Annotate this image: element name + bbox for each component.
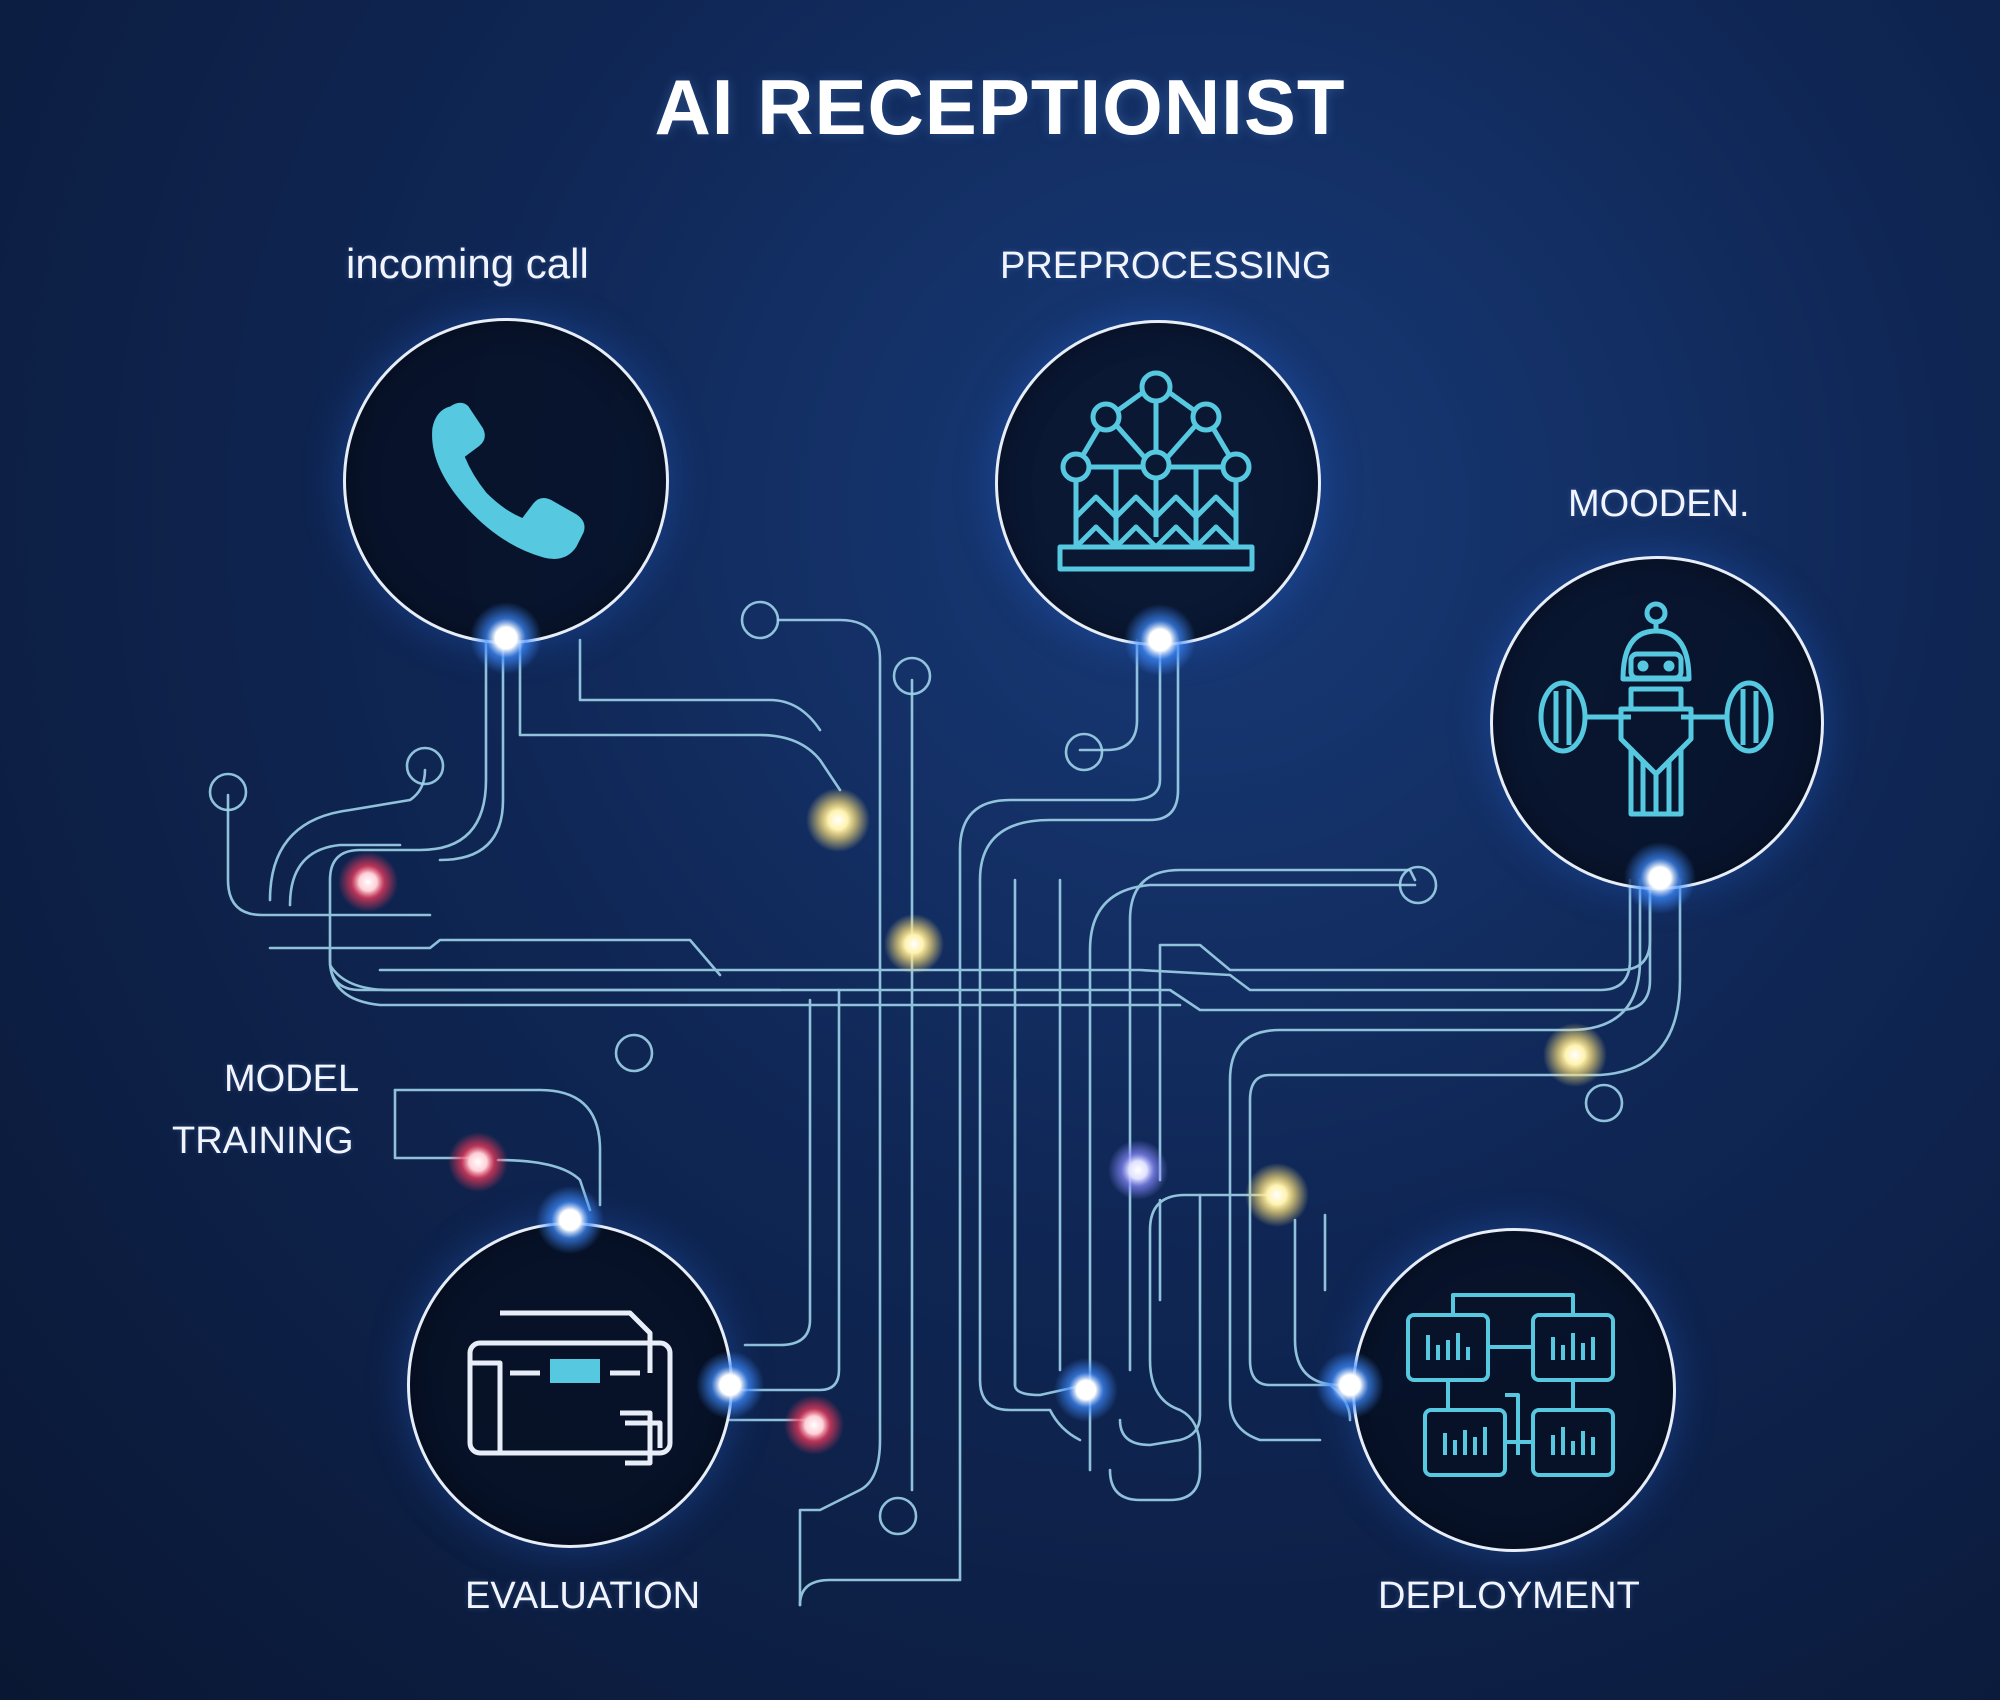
glow-dot-yellow — [1543, 1023, 1607, 1087]
trace — [978, 638, 1180, 1442]
trace — [1128, 868, 1417, 1372]
trace — [378, 878, 1632, 992]
terminal-ring — [1064, 732, 1104, 772]
deployment-label: DEPLOYMENT — [1378, 1575, 1640, 1617]
glow-dot-red — [338, 852, 398, 912]
trace — [1088, 883, 1417, 1472]
glow-dot-violet — [1108, 1140, 1168, 1200]
trace — [1158, 878, 1652, 1182]
trace — [226, 793, 432, 917]
trace — [1118, 1193, 1202, 1447]
phone-icon — [432, 402, 585, 559]
deployment-node — [1352, 1228, 1676, 1552]
glow-dot-blue — [1054, 1358, 1118, 1422]
dashboard-grid-icon — [1406, 1293, 1615, 1477]
robot-icon — [1538, 601, 1774, 817]
terminal-ring — [1584, 1083, 1624, 1123]
model-training-label-line2: TRAINING — [172, 1120, 354, 1162]
glow-dot-blue — [1124, 604, 1196, 676]
terminal-ring — [878, 1496, 918, 1536]
evaluation-label: EVALUATION — [465, 1575, 701, 1617]
trace — [798, 638, 1162, 1607]
glow-dot-blue — [696, 1351, 764, 1419]
glow-dot-red — [448, 1132, 508, 1192]
trace — [328, 948, 1182, 1007]
incoming-call-label: incoming call — [346, 240, 589, 287]
glow-dot-blue — [1316, 1351, 1384, 1419]
trace — [728, 988, 841, 1392]
terminal-ring — [405, 746, 445, 786]
terminal-ring — [1398, 865, 1438, 905]
trace — [268, 938, 722, 977]
trace — [393, 1088, 602, 1207]
preprocessing-label: PREPROCESSING — [1000, 245, 1332, 287]
network-icon — [1057, 370, 1255, 572]
glow-dot-yellow — [1245, 1163, 1309, 1227]
incoming-call-node — [343, 318, 669, 644]
model-training-label-line1: MODEL — [224, 1058, 360, 1100]
terminal-ring — [740, 600, 780, 640]
trace — [438, 638, 505, 862]
trace — [1228, 878, 1642, 1442]
trace — [518, 638, 842, 792]
trace — [1078, 638, 1139, 752]
trace — [328, 638, 782, 992]
glow-dot-yellow — [884, 914, 944, 974]
trace — [743, 998, 812, 1347]
terminal-ring — [208, 772, 248, 812]
trace — [776, 618, 882, 1607]
printer-icon — [467, 1310, 673, 1466]
trace — [496, 1158, 592, 1212]
glow-dot-yellow — [806, 788, 870, 852]
terminal-ring — [614, 1033, 654, 1073]
trace — [578, 638, 822, 732]
evaluation-node — [407, 1222, 733, 1548]
glow-dot-blue — [536, 1186, 604, 1254]
preprocessing-node — [995, 320, 1321, 646]
glow-dot-red — [784, 1395, 844, 1455]
diagram-title: AI RECEPTIONIST — [654, 63, 1346, 151]
trace — [328, 878, 1652, 1012]
glow-dot-blue — [1624, 842, 1696, 914]
glow-dot-blue — [470, 602, 542, 674]
model-label: MOODEN. — [1568, 483, 1750, 525]
trace — [288, 843, 402, 907]
trace — [1108, 1193, 1272, 1502]
model-node — [1490, 556, 1824, 890]
terminal-ring — [892, 656, 932, 696]
